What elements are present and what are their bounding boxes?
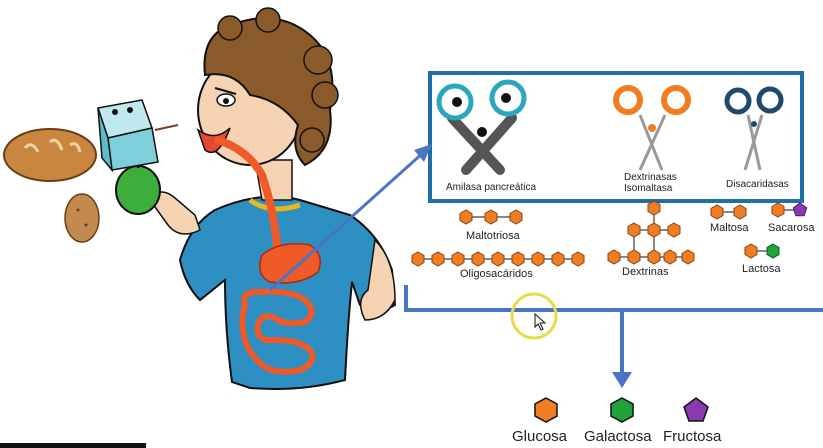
glucosa-icon — [535, 398, 557, 422]
bracket-line — [406, 285, 823, 310]
label-galactosa: Galactosa — [584, 428, 652, 445]
label-glucosa: Glucosa — [512, 428, 567, 445]
label-oligosacaridos: Oligosacáridos — [460, 268, 533, 280]
label-maltosa: Maltosa — [710, 222, 749, 234]
maltosa-molecule — [711, 205, 746, 219]
label-disacaridasas: Disacaridasas — [726, 179, 789, 190]
galactosa-icon — [611, 398, 633, 422]
potato-icon — [65, 194, 99, 242]
cursor-highlight — [512, 294, 556, 338]
label-dextrinasas: Dextrinasas — [624, 172, 677, 183]
label-maltotriosa: Maltotriosa — [466, 230, 520, 242]
cursor-icon — [535, 314, 545, 330]
maltotriosa-molecule — [460, 210, 522, 224]
label-amilasa: Amilasa pancreática — [446, 182, 536, 193]
label-isomaltasa: Isomaltasa — [624, 183, 672, 194]
label-fructosa: Fructosa — [663, 428, 721, 445]
oligosacaridos-molecule — [412, 252, 584, 266]
dextrinas-molecule — [608, 201, 694, 264]
fructosa-icon — [684, 398, 708, 421]
label-sacarosa: Sacarosa — [768, 222, 814, 234]
label-lactosa: Lactosa — [742, 263, 781, 275]
lactosa-molecule — [745, 244, 779, 258]
bread-icon — [4, 129, 96, 181]
milk-carton-icon — [98, 100, 178, 170]
bottom-bar — [0, 443, 146, 448]
boy-illustration — [150, 8, 395, 389]
stomach — [260, 244, 320, 283]
sacarosa-molecule — [772, 203, 807, 217]
label-dextrinas: Dextrinas — [622, 266, 668, 278]
